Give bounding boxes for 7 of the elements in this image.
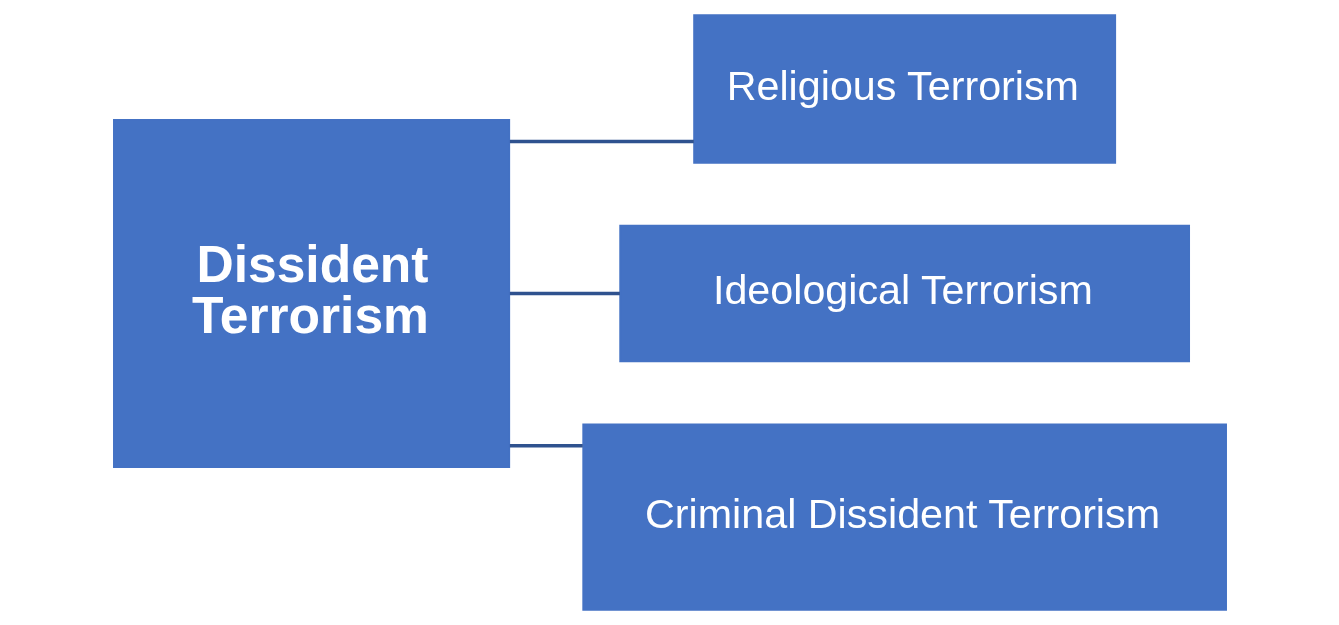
node-box: Criminal Dissident Terrorism	[581, 423, 1227, 611]
node-box: Ideological Terrorism	[618, 224, 1190, 363]
connector	[509, 291, 620, 296]
node-box: Religious Terrorism	[692, 14, 1116, 164]
connector	[509, 139, 694, 144]
connector	[509, 444, 583, 448]
node-box: Dissident Terrorism	[112, 119, 510, 469]
